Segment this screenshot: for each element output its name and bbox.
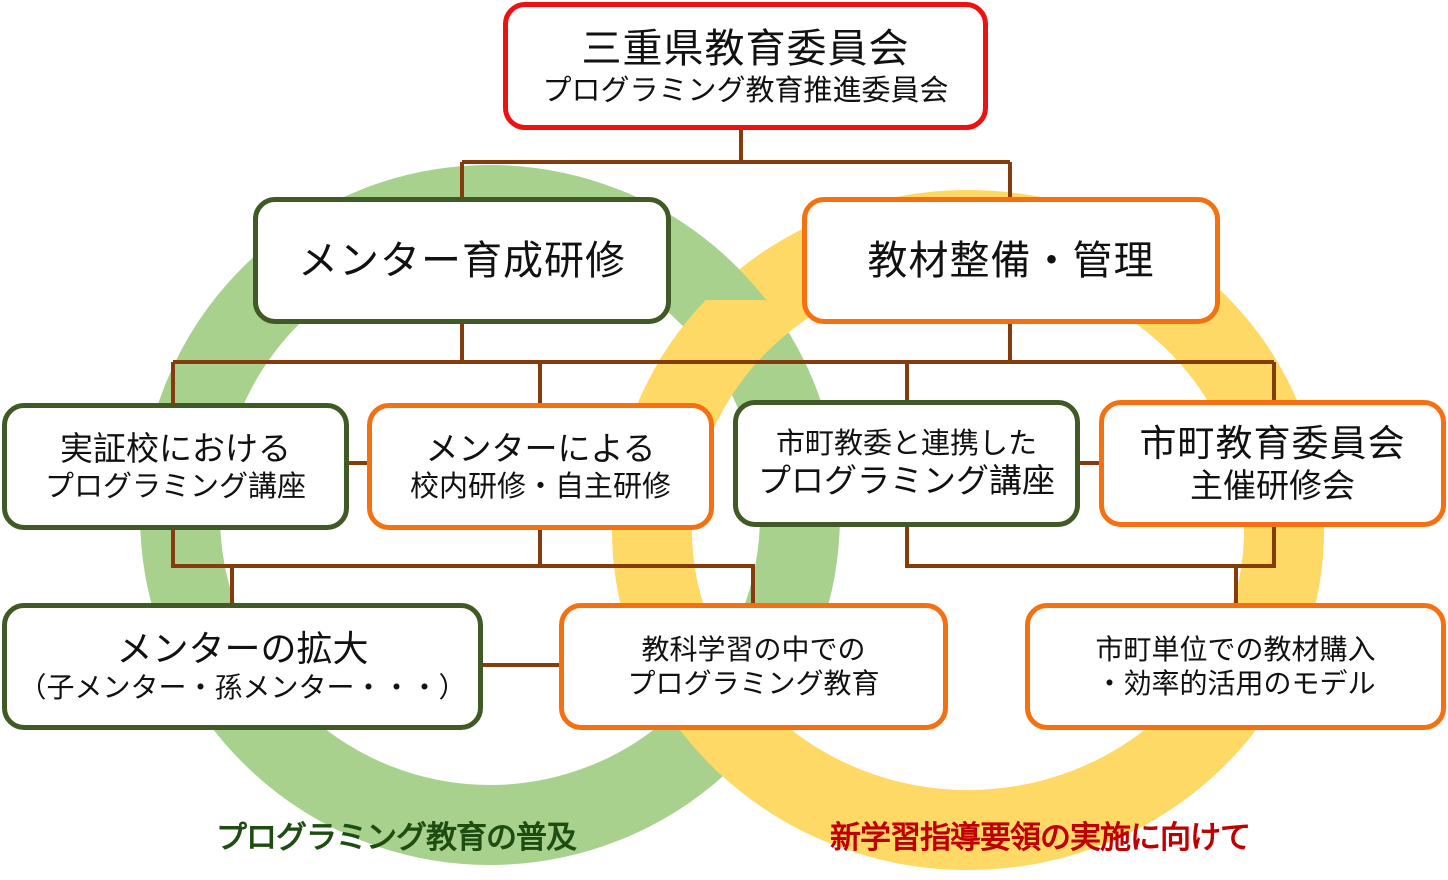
municipal-collab-course-line2: プログラミング講座 (758, 461, 1055, 501)
pilot-school-course-box: 実証校における プログラミング講座 (2, 403, 349, 530)
caption-programming-spread: プログラミング教育の普及 (216, 820, 577, 856)
caption-new-curriculum: 新学習指導要領の実施に向けて (830, 820, 1251, 856)
mentor-expansion-line2: （子メンター・孫メンター・・・） (18, 671, 467, 705)
connector-level2-to-level3 (171, 322, 1276, 404)
municipal-board-workshop-line2: 主催研修会 (1190, 465, 1355, 505)
mentor-expansion-line1: メンターの拡大 (116, 629, 369, 671)
prefectural-board-title: 三重県教育委員会 (581, 25, 910, 72)
municipal-collab-course-line1: 市町教委と連携した (775, 426, 1037, 461)
subject-learning-line2: プログラミング教育 (627, 666, 880, 700)
mentor-inschool-training-line1: メンターによる (425, 429, 656, 469)
municipal-materials-model-line1: 市町単位での教材購入 (1095, 632, 1376, 666)
mentor-inschool-training-box: メンターによる 校内研修・自主研修 (367, 403, 714, 530)
prefectural-committee-subtitle: プログラミング教育推進委員会 (542, 72, 949, 107)
mentor-inschool-training-line2: 校内研修・自主研修 (409, 468, 671, 503)
materials-management-label: 教材整備・管理 (867, 237, 1155, 284)
municipal-board-workshop-line1: 市町教育委員会 (1139, 421, 1406, 465)
mentor-expansion-box: メンターの拡大 （子メンター・孫メンター・・・） (2, 603, 483, 730)
pilot-school-course-line2: プログラミング講座 (44, 468, 306, 503)
connector-right-level3-to-level4 (905, 526, 1276, 604)
municipal-collab-course-box: 市町教委と連携した プログラミング講座 (733, 400, 1080, 527)
municipal-materials-model-box: 市町単位での教材購入 ・効率的活用のモデル (1025, 603, 1446, 730)
materials-management-box: 教材整備・管理 (802, 197, 1220, 324)
prefectural-board-box: 三重県教育委員会 プログラミング教育推進委員会 (503, 2, 988, 130)
connector-top-to-level2 (460, 128, 1012, 198)
subject-learning-line1: 教科学習の中での (641, 632, 866, 666)
municipal-board-workshop-box: 市町教育委員会 主催研修会 (1099, 400, 1446, 527)
mentor-training-label: メンター育成研修 (298, 237, 626, 284)
subject-learning-box: 教科学習の中での プログラミング教育 (559, 603, 948, 730)
mentor-training-box: メンター育成研修 (253, 197, 671, 324)
pilot-school-course-line1: 実証校における (60, 429, 291, 469)
connector-left-level3-to-level4 (171, 528, 755, 604)
municipal-materials-model-line2: ・効率的活用のモデル (1095, 666, 1376, 700)
